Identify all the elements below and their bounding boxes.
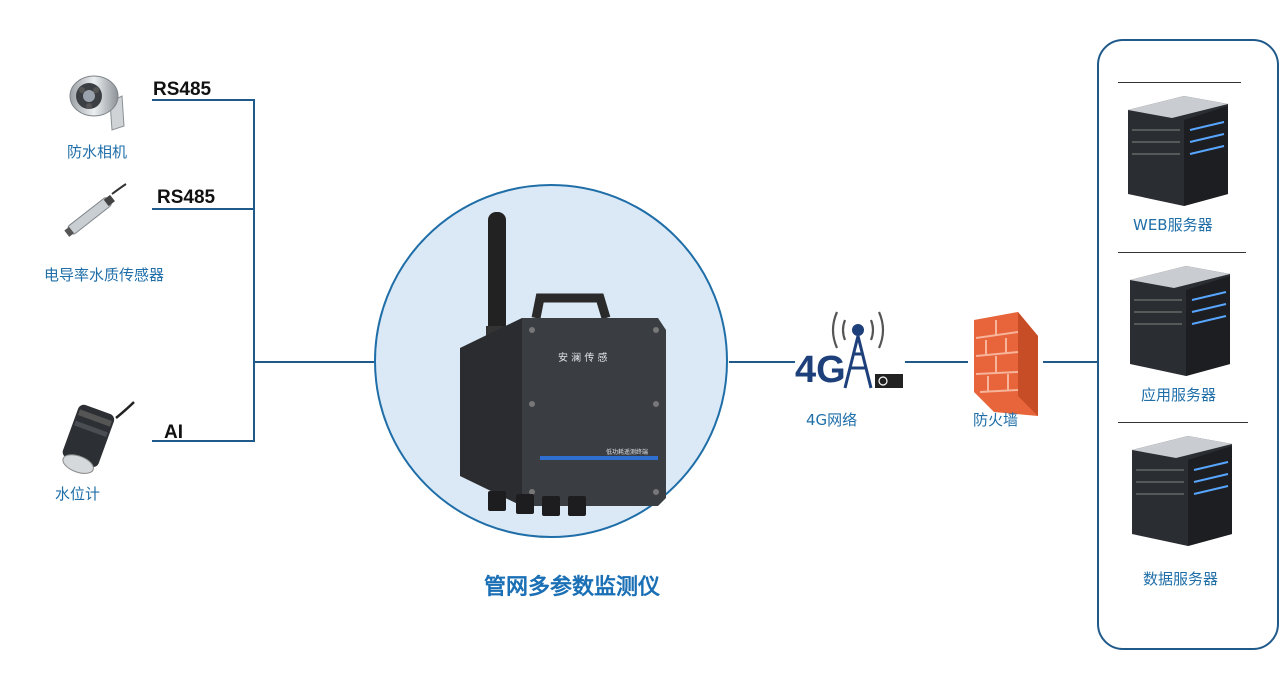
server-divider [1118,252,1246,253]
level-label: 水位计 [55,485,101,503]
level-device [48,400,138,478]
monitor-device-icon: 安 澜 传 感 低功耗遥测终端 [460,212,666,516]
server-divider [1118,82,1241,83]
server-divider [1118,422,1248,423]
probe-icon [64,183,127,237]
camera-icon [69,75,125,131]
level-wire [152,362,255,442]
firewall-icon [974,312,1038,416]
web-server-icon [1128,96,1228,206]
conductivity-label: 电导率水质传感器 [44,266,165,284]
camera-wire [152,99,255,362]
app-server-icon [1130,266,1230,376]
data-server-icon [1132,436,1232,546]
server-panel [1097,39,1279,650]
data-server-label: 数据服务器 [1143,570,1219,588]
level-gauge-icon [62,401,135,474]
camera-label: 防水相机 [67,143,128,161]
hub-title: 管网多参数监测仪 [484,575,661,600]
4g-network-label: 4G网络 [806,411,858,429]
4g-logo-text: 4G [795,349,846,390]
hub-brand-text: 安 澜 传 感 [558,351,608,364]
camera-protocol: RS485 [153,79,212,100]
firewall-label: 防火墙 [973,411,1019,429]
4g-network-icon: 4G [795,311,903,390]
level-protocol: AI [164,422,183,443]
conductivity-protocol: RS485 [157,187,216,208]
conductivity-device [58,182,130,240]
app-server-label: 应用服务器 [1141,386,1217,404]
web-server-label: WEB服务器 [1133,216,1213,234]
camera-device [64,74,134,134]
hub-subtitle-text: 低功耗遥测终端 [606,448,648,456]
